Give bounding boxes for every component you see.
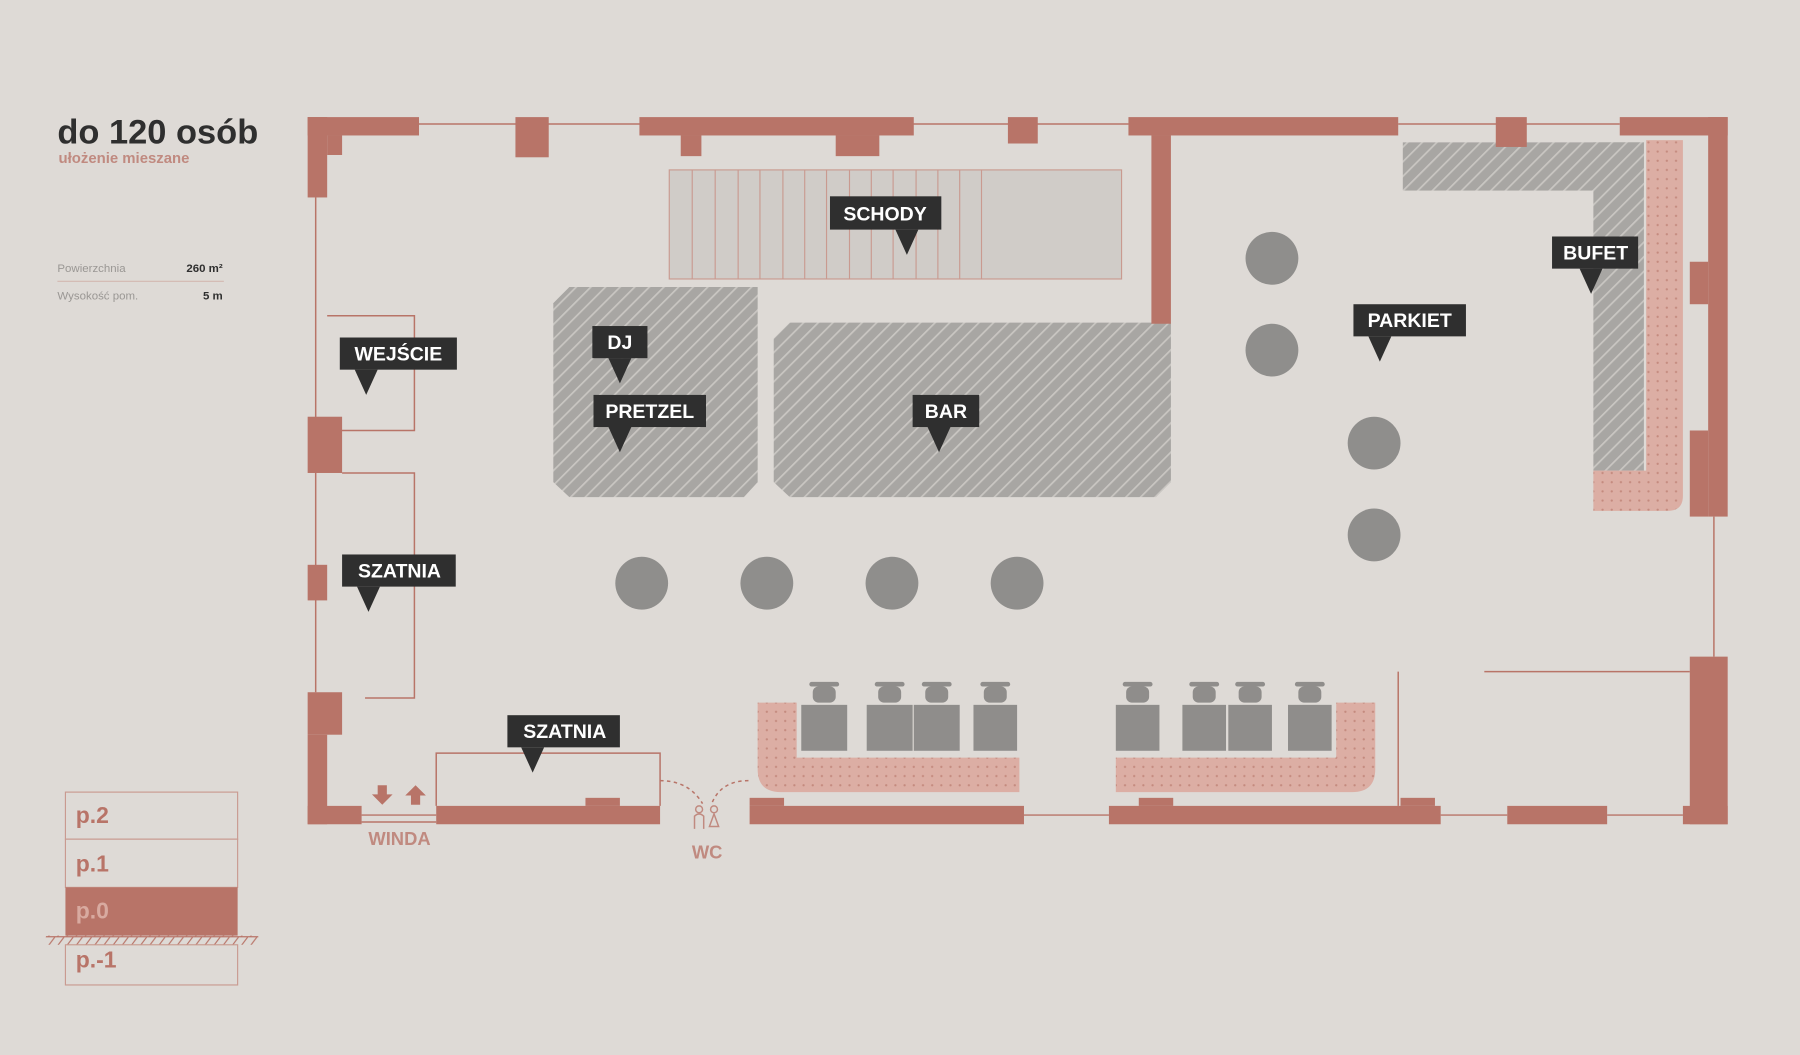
svg-text:DJ: DJ xyxy=(607,332,632,354)
round-table xyxy=(615,556,669,610)
elevator-label: WINDA xyxy=(368,828,430,849)
round-table xyxy=(990,556,1044,610)
arrangement-subtitle: ułożenie mieszane xyxy=(59,150,190,167)
floor-selector: p.2 p.1 p.0 p.-1 xyxy=(45,791,259,986)
svg-text:p.0: p.0 xyxy=(76,897,109,923)
svg-text:BAR: BAR xyxy=(925,401,967,423)
svg-text:SCHODY: SCHODY xyxy=(843,203,926,225)
round-table xyxy=(1245,323,1299,377)
floor-p2-button[interactable]: p.2 xyxy=(64,791,239,840)
round-table xyxy=(1347,416,1401,470)
floor-p1-button[interactable]: p.1 xyxy=(64,838,239,888)
svg-text:p.-1: p.-1 xyxy=(76,947,117,973)
label-pretzel: PRETZEL xyxy=(593,394,706,453)
floor-p-1-button[interactable]: p.-1 xyxy=(64,944,239,986)
spec-label: Powierzchnia xyxy=(57,263,126,275)
label-schody: SCHODY xyxy=(829,196,942,255)
svg-text:BUFET: BUFET xyxy=(1563,242,1628,264)
dj-pretzel-area xyxy=(553,287,758,498)
round-table xyxy=(1347,508,1401,562)
svg-text:p.2: p.2 xyxy=(76,802,109,828)
round-tables xyxy=(615,231,1401,610)
buffet-area xyxy=(1402,140,1683,511)
specs-table: Powierzchnia 260 m² Wysokość pom. 5 m xyxy=(57,263,224,303)
round-table xyxy=(865,556,919,610)
walls xyxy=(307,117,1728,825)
label-parkiet: PARKIET xyxy=(1353,304,1466,362)
svg-text:SZATNIA: SZATNIA xyxy=(523,721,606,743)
label-szatnia: SZATNIA xyxy=(342,554,456,612)
svg-text:PARKIET: PARKIET xyxy=(1368,310,1452,332)
svg-text:PRETZEL: PRETZEL xyxy=(605,401,694,423)
svg-text:WEJŚCIE: WEJŚCIE xyxy=(354,341,442,365)
booth-left xyxy=(757,681,1020,793)
wc-icon xyxy=(693,805,720,829)
elevator-arrows-icon xyxy=(371,785,426,805)
label-bufet: BUFET xyxy=(1552,236,1639,294)
svg-text:SZATNIA: SZATNIA xyxy=(358,560,441,582)
label-wejscie: WEJŚCIE xyxy=(339,337,457,395)
round-table xyxy=(1245,231,1299,285)
spec-label: Wysokość pom. xyxy=(57,291,138,303)
label-bar: BAR xyxy=(912,394,980,453)
svg-text:p.1: p.1 xyxy=(76,850,109,876)
floor-p0-button[interactable]: p.0 xyxy=(65,887,238,936)
spec-value: 260 m² xyxy=(186,263,223,275)
spec-value: 5 m xyxy=(203,291,223,303)
capacity-title: do 120 osób xyxy=(57,114,258,152)
booth-right xyxy=(1115,681,1376,793)
label-dj: DJ xyxy=(592,326,648,384)
label-szatnia: SZATNIA xyxy=(507,715,620,773)
round-table xyxy=(740,556,794,610)
ground-hatch xyxy=(45,935,259,945)
wc-label: WC xyxy=(692,842,723,863)
